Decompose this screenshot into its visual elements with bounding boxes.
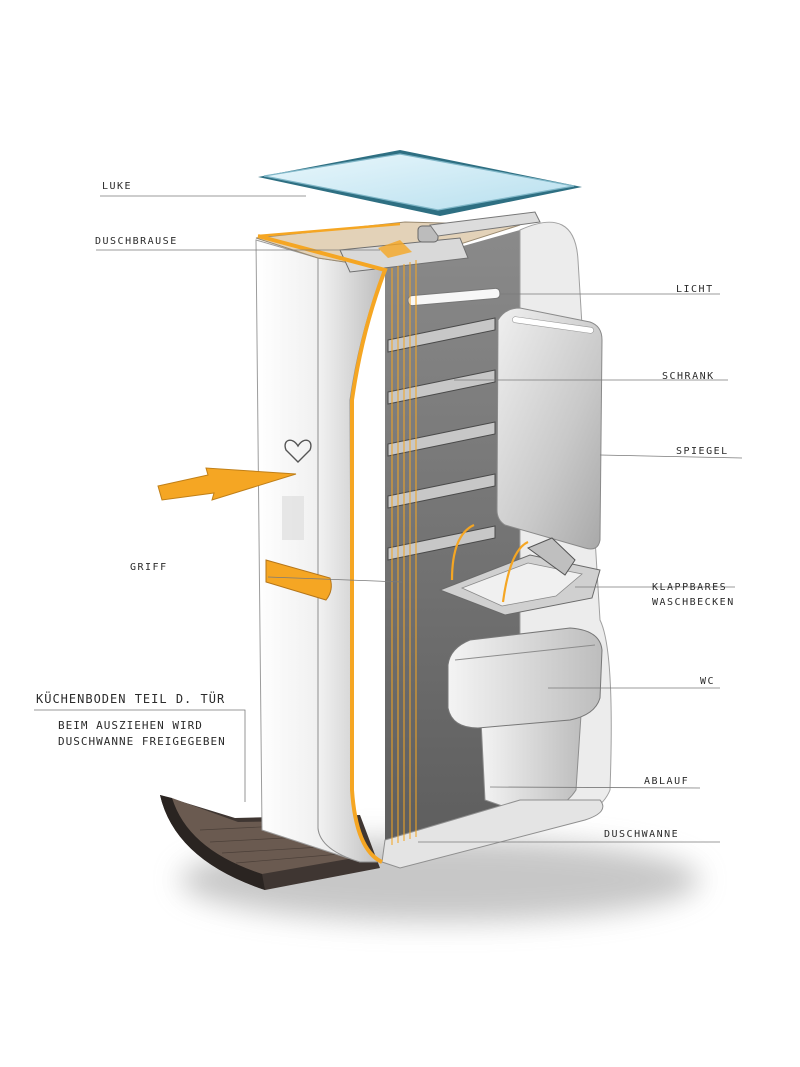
toilet	[447, 627, 603, 813]
heart-icon	[284, 439, 312, 463]
label-duschwanne: Duschwanne	[604, 829, 680, 840]
label-schrank: Schrank	[662, 371, 715, 382]
label-wc: WC	[700, 676, 716, 687]
label-griff: Griff	[130, 562, 168, 573]
shower-tray	[381, 799, 604, 869]
note-line-3: Duschwanne freigegeben	[58, 735, 226, 748]
label-klappbares: Klappbares	[652, 582, 728, 593]
swing-arrow-icon	[450, 523, 529, 603]
leader-lines	[34, 195, 743, 843]
folding-washbasin	[438, 537, 601, 616]
note-line-2: Beim Ausziehen wird	[58, 719, 203, 732]
label-luke: Luke	[102, 181, 133, 192]
label-waschbecken: Waschbecken	[652, 597, 735, 608]
mirror-cabinet-door	[496, 307, 603, 550]
mirror-light	[512, 316, 594, 334]
pull-arrow-ghost	[282, 496, 304, 540]
label-licht: Licht	[676, 284, 714, 295]
skylight-hatch	[258, 150, 582, 216]
note-line-1: Küchenboden Teil d. Tür	[36, 692, 226, 706]
label-duschbrause: Duschbrause	[95, 236, 178, 247]
light-bar	[407, 287, 501, 307]
shower-curtain-lines	[391, 260, 417, 845]
pull-direction-arrow	[157, 467, 297, 501]
label-ablauf: Ablauf	[644, 776, 690, 787]
cabinet-shelves	[387, 317, 496, 561]
shower-head	[339, 211, 541, 273]
door-handle	[265, 559, 332, 601]
label-spiegel: Spiegel	[676, 446, 729, 457]
orange-accent-edges	[257, 222, 401, 864]
